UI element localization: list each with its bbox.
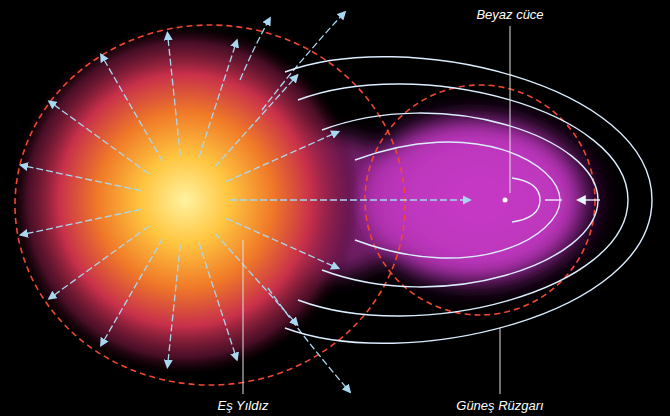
field-line xyxy=(285,57,652,344)
wind-arrow xyxy=(199,40,237,157)
wind-arrow xyxy=(215,75,297,166)
wind-arrow xyxy=(199,243,237,360)
wind-arrow xyxy=(167,33,180,155)
white-dwarf xyxy=(503,198,508,203)
wind-arrow xyxy=(167,245,180,367)
label: Beyaz cüce xyxy=(476,7,543,22)
wind-arrow xyxy=(226,132,338,182)
field-line xyxy=(298,84,628,316)
wind-arrow xyxy=(49,226,149,298)
wind-arrow xyxy=(262,12,345,110)
roche-lobe xyxy=(15,25,405,385)
field-line xyxy=(578,199,600,200)
wind-arrows xyxy=(21,12,470,392)
wind-arrow xyxy=(21,209,141,235)
leader-line xyxy=(510,26,511,193)
wind-arrow xyxy=(21,165,141,191)
label: Güneş Rüzgarı xyxy=(456,398,543,413)
field-line xyxy=(355,142,560,258)
wind-arrow xyxy=(230,199,470,200)
wind-arrow xyxy=(240,18,270,80)
field-line xyxy=(322,113,598,287)
leader-line xyxy=(500,328,501,394)
field-line xyxy=(545,199,562,200)
leader-line xyxy=(243,240,244,394)
wind-arrow xyxy=(101,239,163,346)
companion-star xyxy=(10,25,360,375)
wind-arrow xyxy=(215,233,297,324)
field-line xyxy=(512,178,540,222)
wind-arrow xyxy=(101,55,163,162)
magnetic-field-lines xyxy=(285,57,652,344)
label: Eş Yıldız xyxy=(217,398,268,413)
